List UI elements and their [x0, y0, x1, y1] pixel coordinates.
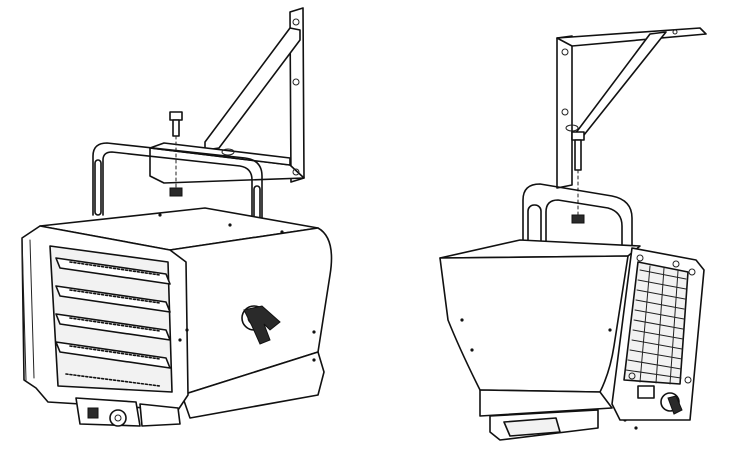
heater-body: [21, 207, 333, 419]
mounting-bolt: [169, 111, 183, 197]
control-panel: [75, 397, 181, 427]
louvers: [55, 257, 171, 387]
front-view: [21, 7, 333, 427]
heater-body: [439, 239, 641, 441]
wing-knob: [241, 305, 281, 345]
rear-view: [439, 27, 707, 441]
wall-bracket: [149, 7, 305, 184]
mounting-bolt: [571, 131, 585, 224]
wall-bracket: [556, 27, 707, 189]
rear-grille: [611, 247, 705, 421]
